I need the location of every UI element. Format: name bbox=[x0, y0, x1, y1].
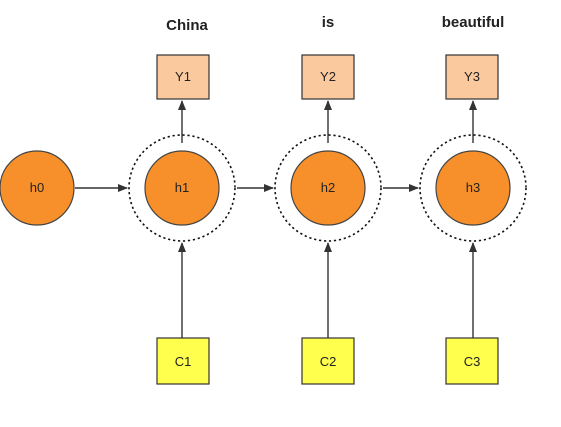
context-box-c2-label: C2 bbox=[320, 354, 337, 369]
attention-ring-h3 bbox=[419, 134, 527, 242]
output-word-2: is bbox=[322, 14, 335, 31]
hidden-state-h2-label: h2 bbox=[321, 180, 335, 195]
hidden-state-h3-label: h3 bbox=[466, 180, 480, 195]
attention-ring-h2 bbox=[274, 134, 382, 242]
output-box-y3-label: Y3 bbox=[464, 69, 480, 84]
output-word-3: beautiful bbox=[442, 14, 505, 31]
context-box-c3: C3 bbox=[445, 337, 499, 385]
context-box-c3-label: C3 bbox=[464, 354, 481, 369]
context-box-c1-label: C1 bbox=[175, 354, 192, 369]
output-box-y1: Y1 bbox=[156, 54, 210, 100]
initial-state-label: h0 bbox=[30, 180, 44, 195]
initial-state-node: h0 bbox=[0, 150, 75, 226]
output-box-y1-label: Y1 bbox=[175, 69, 191, 84]
output-box-y2: Y2 bbox=[301, 54, 355, 100]
output-box-y2-label: Y2 bbox=[320, 69, 336, 84]
hidden-state-h1-label: h1 bbox=[175, 180, 189, 195]
hidden-state-node-h3: h3 bbox=[435, 150, 511, 226]
output-word-1: China bbox=[166, 17, 208, 34]
hidden-state-node-h2: h2 bbox=[290, 150, 366, 226]
context-box-c2: C2 bbox=[301, 337, 355, 385]
context-box-c1: C1 bbox=[156, 337, 210, 385]
output-box-y3: Y3 bbox=[445, 54, 499, 100]
attention-ring-h1 bbox=[128, 134, 236, 242]
hidden-state-node-h1: h1 bbox=[144, 150, 220, 226]
